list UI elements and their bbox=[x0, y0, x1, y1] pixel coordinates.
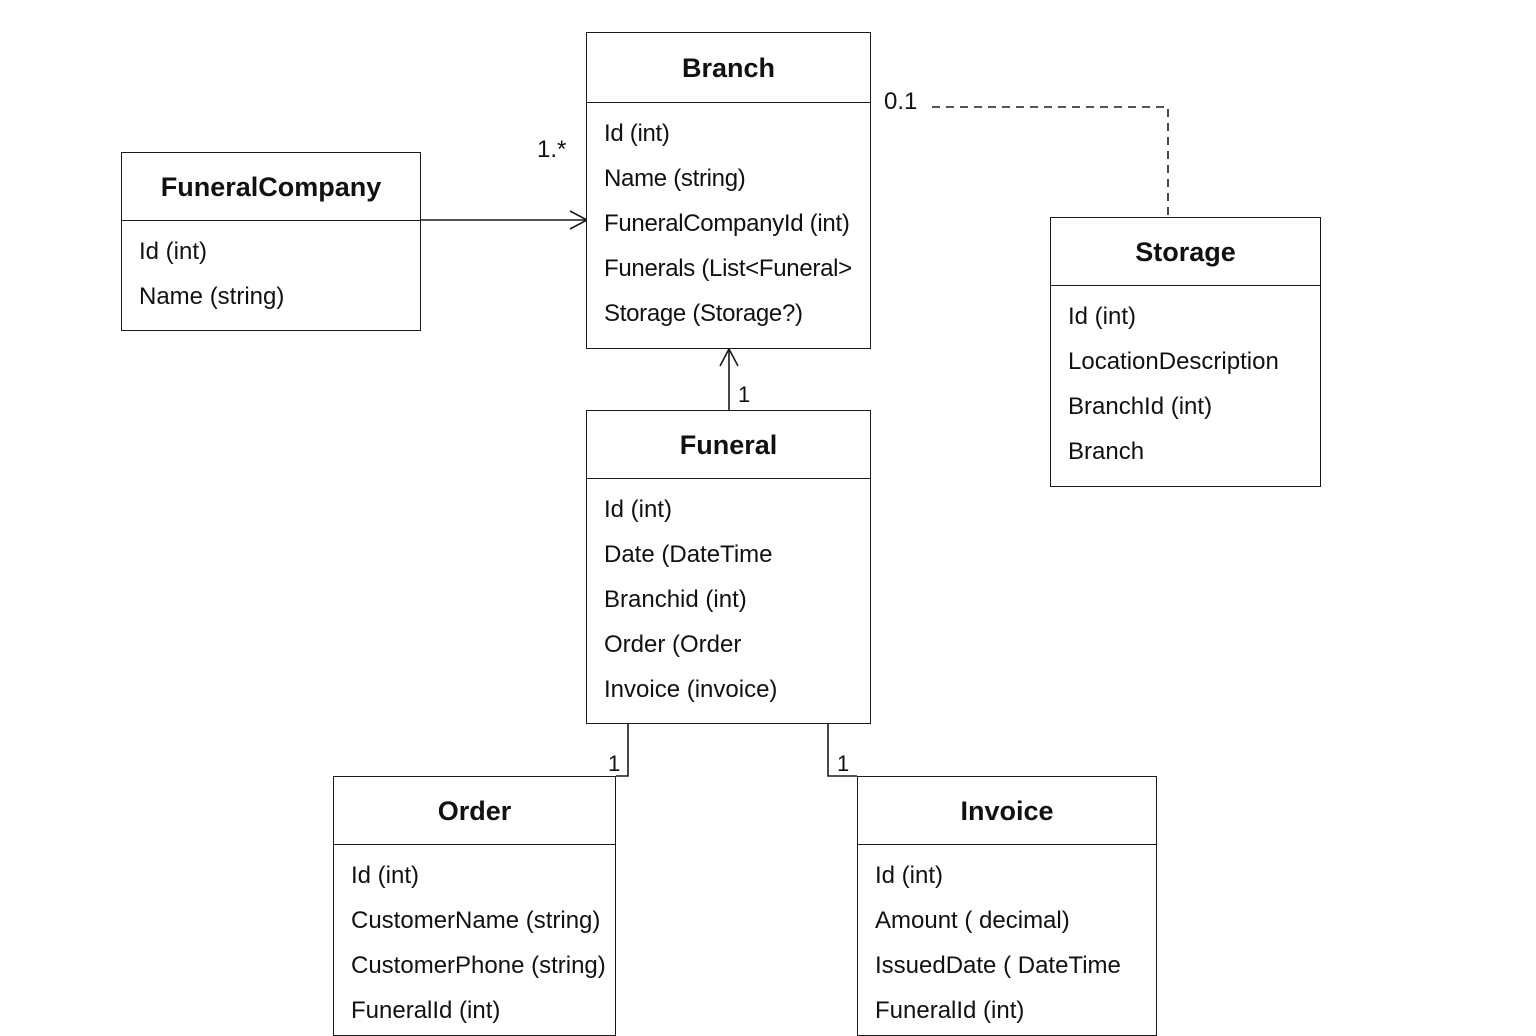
attribute-list-order: Id (int) CustomerName (string) CustomerP… bbox=[334, 845, 615, 1035]
attribute-storage-branch-id: BranchId (int) bbox=[1068, 393, 1213, 420]
attribute-list-storage: Id (int) LocationDescription BranchId (i… bbox=[1051, 286, 1320, 482]
attribute-order-customer-phone: CustomerPhone (string) bbox=[351, 952, 606, 979]
attribute-storage-location-description: LocationDescription bbox=[1068, 348, 1279, 375]
funeral-to-order-line bbox=[616, 724, 629, 777]
funeral-to-invoice-line bbox=[827, 724, 857, 777]
attribute-funeral-id: Id (int) bbox=[604, 496, 673, 523]
attribute-storage-id: Id (int) bbox=[1068, 303, 1137, 330]
attribute-funeral-date: Date (DateTime bbox=[604, 541, 773, 568]
attribute-funeral-order: Order (Order bbox=[604, 631, 742, 658]
class-funeral-company: FuneralCompany Id (int) Name (string) bbox=[121, 152, 421, 331]
funeral-to-branch-arrowhead bbox=[719, 347, 739, 367]
attribute-order-id: Id (int) bbox=[351, 862, 420, 889]
attribute-branch-name: Name (string) bbox=[604, 165, 746, 192]
attribute-funeral-company-id: Id (int) bbox=[139, 238, 208, 265]
attribute-list-funeral-company: Id (int) Name (string) bbox=[122, 221, 420, 327]
branch-to-storage-dashed-line bbox=[932, 106, 1169, 217]
attribute-invoice-id: Id (int) bbox=[875, 862, 944, 889]
attribute-branch-funeral-company-id: FuneralCompanyId (int) bbox=[604, 210, 850, 237]
attribute-invoice-funeral-id: FuneralId (int) bbox=[875, 997, 1025, 1024]
class-storage: Storage Id (int) LocationDescription Bra… bbox=[1050, 217, 1321, 487]
class-invoice: Invoice Id (int) Amount ( decimal) Issue… bbox=[857, 776, 1157, 1036]
multiplicity-branch-storage: 0.1 bbox=[884, 88, 918, 115]
class-name-order: Order bbox=[334, 777, 615, 845]
class-name-funeral: Funeral bbox=[587, 411, 870, 479]
attribute-branch-id: Id (int) bbox=[604, 120, 670, 147]
class-funeral: Funeral Id (int) Date (DateTime Branchid… bbox=[586, 410, 871, 724]
attribute-list-funeral: Id (int) Date (DateTime Branchid (int) O… bbox=[587, 479, 870, 720]
attribute-list-branch: Id (int) Name (string) FuneralCompanyId … bbox=[587, 103, 870, 344]
class-name-branch: Branch bbox=[587, 33, 870, 103]
multiplicity-funeral-order: 1 bbox=[608, 751, 621, 776]
class-branch: Branch Id (int) Name (string) FuneralCom… bbox=[586, 32, 871, 349]
multiplicity-funeral-invoice: 1 bbox=[837, 751, 850, 776]
attribute-branch-funerals: Funerals (List<Funeral> bbox=[604, 255, 852, 282]
attribute-order-funeral-id: FuneralId (int) bbox=[351, 997, 501, 1024]
attribute-list-invoice: Id (int) Amount ( decimal) IssuedDate ( … bbox=[858, 845, 1156, 1035]
class-name-storage: Storage bbox=[1051, 218, 1320, 286]
attribute-funeral-branch-id: Branchid (int) bbox=[604, 586, 747, 613]
attribute-funeral-company-name: Name (string) bbox=[139, 283, 285, 310]
multiplicity-company-branch: 1.* bbox=[537, 136, 567, 163]
attribute-storage-branch: Branch bbox=[1068, 438, 1145, 465]
attribute-funeral-invoice: Invoice (invoice) bbox=[604, 676, 778, 703]
class-name-funeral-company: FuneralCompany bbox=[122, 153, 420, 221]
class-name-invoice: Invoice bbox=[858, 777, 1156, 845]
class-order: Order Id (int) CustomerName (string) Cus… bbox=[333, 776, 616, 1036]
attribute-order-customer-name: CustomerName (string) bbox=[351, 907, 601, 934]
attribute-branch-storage: Storage (Storage?) bbox=[604, 300, 803, 327]
multiplicity-funeral-branch: 1 bbox=[738, 382, 751, 407]
attribute-invoice-issued-date: IssuedDate ( DateTime bbox=[875, 952, 1121, 979]
attribute-invoice-amount: Amount ( decimal) bbox=[875, 907, 1070, 934]
